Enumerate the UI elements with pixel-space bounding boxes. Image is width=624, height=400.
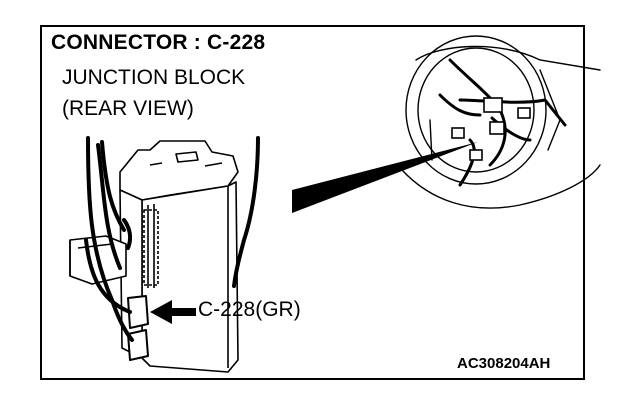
diagram-frame bbox=[40, 25, 585, 380]
figure-code: AC308204AH bbox=[457, 355, 551, 372]
pointer-arrow-icon bbox=[150, 300, 196, 324]
connector-callout-label: C-228(GR) bbox=[198, 298, 301, 321]
view-label: (REAR VIEW) bbox=[62, 97, 194, 120]
dashboard-connectors bbox=[451, 97, 531, 161]
junction-block-drawing bbox=[69, 140, 239, 373]
dashboard-inset bbox=[401, 35, 601, 209]
component-name: JUNCTION BLOCK bbox=[62, 66, 246, 89]
wire-harness bbox=[84, 136, 260, 342]
connector-title: CONNECTOR : C-228 bbox=[51, 31, 266, 54]
zoom-wedge-icon bbox=[292, 142, 478, 213]
